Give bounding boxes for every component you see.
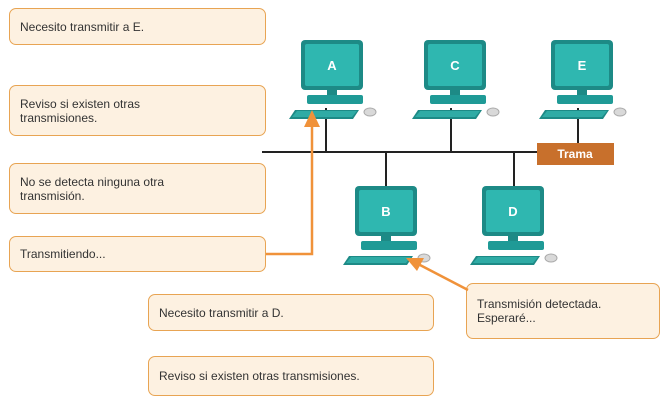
note-transmission-detected: Transmisión detectada. Esperaré... [466,283,660,339]
frame-label: Trama [557,147,593,161]
computer-d-label: D [508,204,517,219]
note-text: Necesito transmitir a E. [20,19,145,34]
computer-b-label: B [381,204,390,219]
note-transmitting: Transmitiendo... [9,236,266,272]
note-no-transmission-detected: No se detecta ninguna otra transmisión. [9,163,266,214]
note-text: Reviso si existen otras transmisiones. [159,369,360,383]
computer-c: C [411,39,500,120]
note-text: Reviso si existen otras transmisiones. [20,96,141,125]
note-check-transmissions-b: Reviso si existen otras transmisiones. [148,356,434,396]
computer-c-label: C [450,58,460,73]
computer-e-label: E [578,58,587,73]
computer-a-label: A [327,58,337,73]
note-check-transmissions-a: Reviso si existen otras transmisiones. [9,85,266,136]
computer-d: D [469,185,558,266]
frame-box [537,143,614,165]
note-text: Transmitiendo... [20,247,106,261]
note-text: Transmisión detectada. Esperaré... [477,297,602,325]
arrow-detection-to-b [406,258,469,292]
computer-e: E [538,39,627,120]
note-text: No se detecta ninguna otra transmisión. [20,174,165,203]
note-text: Necesito transmitir a D. [159,305,284,320]
network-diagram: A C E B D Trama [262,39,627,292]
arrow-transmitting-to-a [266,110,320,256]
computer-a: A [288,39,377,120]
note-need-transmit-d: Necesito transmitir a D. [148,294,434,331]
note-need-transmit-e: Necesito transmitir a E. [9,8,266,45]
computer-b: B [342,185,431,266]
